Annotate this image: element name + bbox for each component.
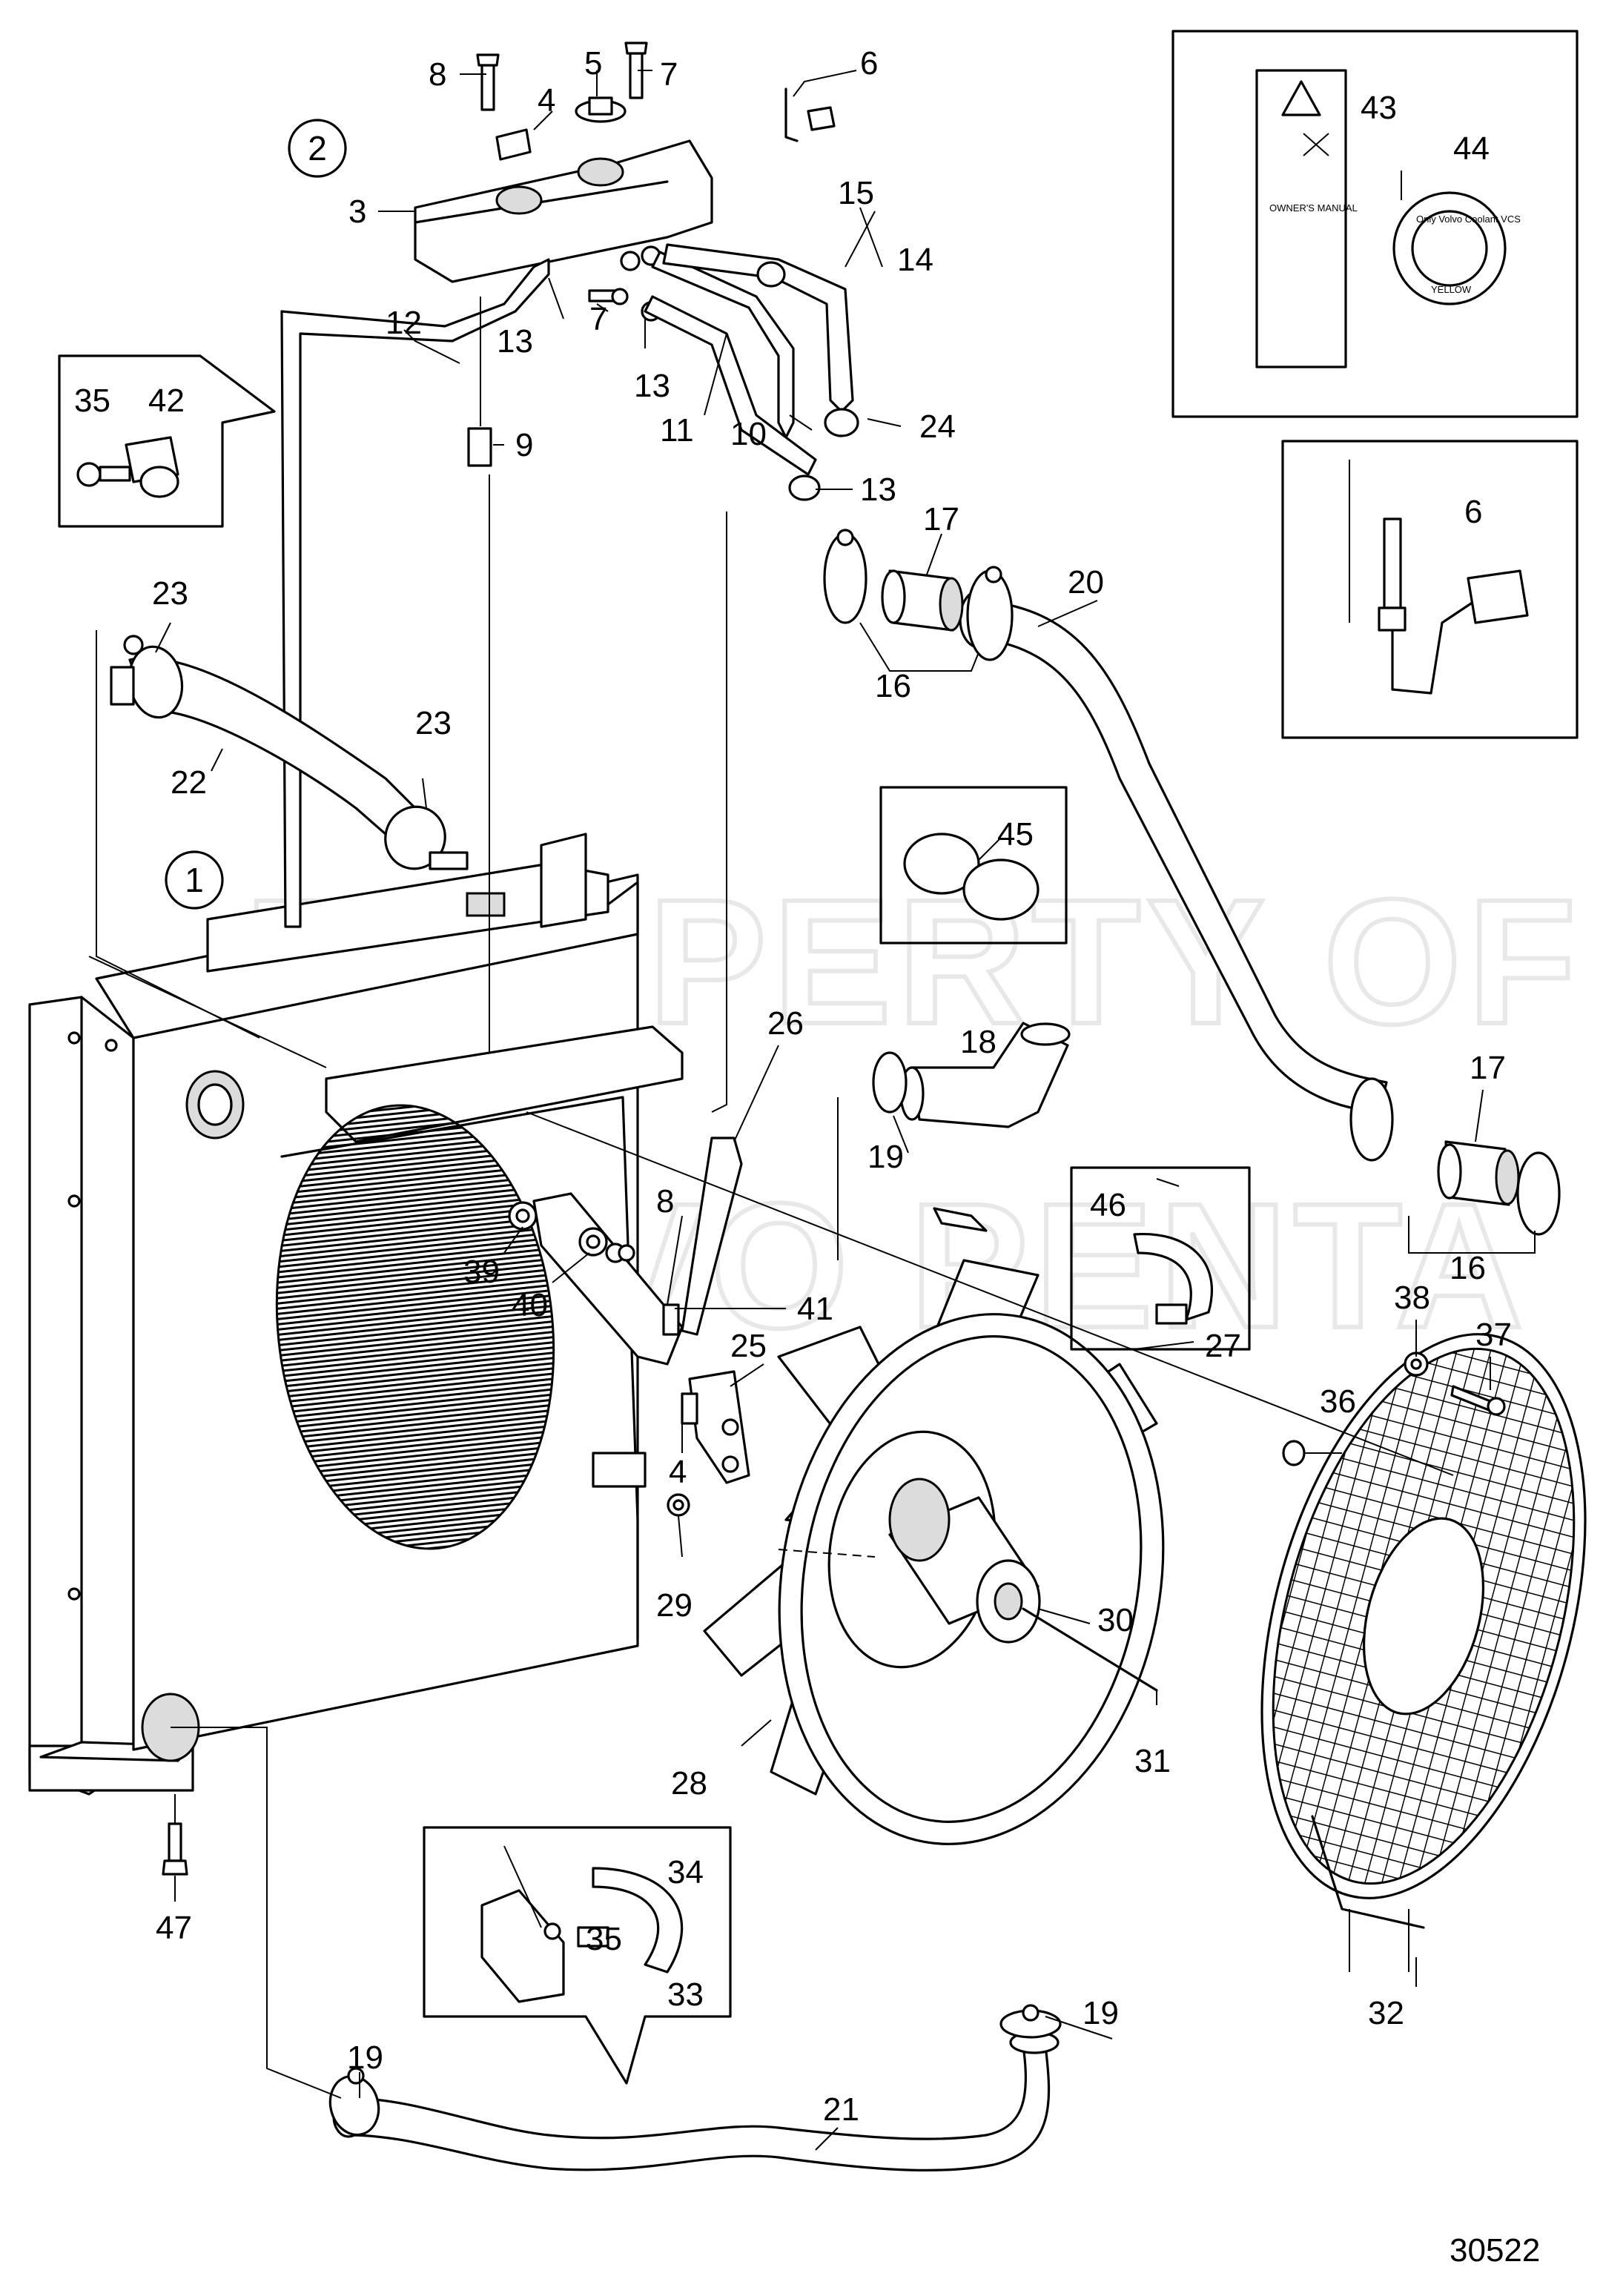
svg-text:OWNER'S MANUAL: OWNER'S MANUAL — [1269, 202, 1358, 214]
callout-5: 5 — [584, 45, 602, 82]
callout-23b: 23 — [415, 705, 452, 741]
callout-38: 38 — [1394, 1280, 1430, 1316]
callout-29: 29 — [656, 1587, 693, 1624]
spacer-9 — [467, 427, 492, 467]
bolt-47 — [162, 1794, 188, 1876]
sensor-small — [784, 87, 836, 142]
drawing-number: 30522 — [1450, 2232, 1540, 2269]
svg-text:YELLOW: YELLOW — [1431, 284, 1472, 295]
callout-27: 27 — [1205, 1328, 1241, 1364]
fan-assembly — [703, 1259, 1165, 1845]
callout-8b: 8 — [656, 1183, 674, 1220]
callout-36: 36 — [1320, 1383, 1356, 1420]
inset-clamp-33-34 — [423, 1826, 732, 2085]
radiator-assembly — [28, 833, 684, 1796]
expansion-tank — [414, 96, 713, 322]
cap-4-shape — [495, 128, 532, 161]
callout-19c: 19 — [1083, 1995, 1119, 2031]
view-marker-1: 1 — [165, 850, 224, 910]
fan-guard — [1260, 1333, 1587, 1972]
callout-47: 47 — [156, 1910, 192, 1946]
callout-39: 39 — [463, 1254, 500, 1290]
callout-19b: 19 — [347, 2039, 383, 2076]
tank-bolts — [476, 42, 648, 305]
callout-7: 7 — [660, 56, 678, 93]
callout-15: 15 — [838, 175, 874, 211]
callout-44: 44 — [1453, 130, 1490, 167]
callout-23a: 23 — [152, 575, 188, 612]
callout-6b: 6 — [1464, 494, 1482, 530]
callout-16b: 16 — [1450, 1250, 1486, 1286]
callout-35a: 35 — [74, 383, 110, 419]
inset-sensor-6 — [1281, 440, 1579, 739]
callout-18: 18 — [960, 1024, 996, 1060]
callout-25: 25 — [730, 1328, 767, 1364]
brackets — [508, 1137, 750, 1517]
callout-31: 31 — [1134, 1743, 1171, 1779]
callout-9: 9 — [515, 427, 533, 463]
svg-text:Only Volvo Coolant VCS: Only Volvo Coolant VCS — [1416, 214, 1521, 225]
callout-45: 45 — [997, 816, 1034, 853]
callout-37: 37 — [1475, 1317, 1512, 1353]
callout-14: 14 — [897, 242, 933, 278]
callout-41: 41 — [797, 1291, 833, 1327]
callout-8: 8 — [429, 56, 446, 93]
callout-21: 21 — [823, 2091, 859, 2128]
callout-12: 12 — [386, 305, 422, 341]
inset-bracket-42 — [58, 354, 276, 528]
callout-34: 34 — [667, 1854, 704, 1890]
upper-long-hose-20 — [823, 529, 1561, 1236]
callout-7b: 7 — [589, 301, 607, 337]
lower-hose-21 — [171, 1727, 1062, 2172]
callout-4: 4 — [538, 82, 555, 119]
callout-17a: 17 — [923, 501, 959, 537]
upper-hose-22 — [110, 635, 469, 870]
small-hoses — [280, 243, 859, 928]
callout-19a: 19 — [867, 1139, 904, 1175]
callout-42: 42 — [148, 383, 185, 419]
callout-28: 28 — [671, 1765, 707, 1802]
callout-40: 40 — [512, 1287, 548, 1323]
svg-text:1: 1 — [185, 861, 204, 899]
inset-decal-43-44: OWNER'S MANUAL Only Volvo Coolant VCS YE… — [1171, 30, 1579, 418]
elbow-18 — [872, 1022, 1071, 1232]
callout-43: 43 — [1361, 90, 1397, 126]
callout-17b: 17 — [1470, 1050, 1506, 1086]
callout-16a: 16 — [875, 668, 911, 704]
callout-4b: 4 — [669, 1454, 687, 1490]
inset-seal-45 — [879, 786, 1068, 944]
callout-30: 30 — [1097, 1602, 1134, 1638]
callout-24: 24 — [919, 408, 956, 445]
callout-11: 11 — [660, 412, 694, 449]
leader-lines — [88, 70, 1536, 2151]
callout-35b: 35 — [586, 1921, 622, 1957]
svg-text:2: 2 — [308, 129, 327, 168]
callout-32: 32 — [1368, 1995, 1404, 2031]
view-marker-2: 2 — [288, 119, 347, 178]
inset-strap-46 — [1070, 1166, 1251, 1351]
callout-20: 20 — [1068, 564, 1104, 601]
guard-hardware — [1282, 1352, 1506, 1466]
callout-labels: 3 4 4 5 6 6 7 7 8 8 9 10 11 12 13 13 13 … — [74, 45, 1512, 2128]
callout-3: 3 — [348, 193, 366, 230]
callout-13a: 13 — [497, 323, 533, 360]
callout-22: 22 — [171, 764, 207, 801]
callout-6: 6 — [860, 45, 878, 82]
callout-46: 46 — [1090, 1187, 1126, 1223]
callout-13b: 13 — [634, 368, 670, 404]
callout-26: 26 — [767, 1005, 804, 1042]
callout-33: 33 — [667, 1976, 704, 2013]
callout-13c: 13 — [860, 472, 896, 508]
callout-10: 10 — [730, 416, 767, 452]
